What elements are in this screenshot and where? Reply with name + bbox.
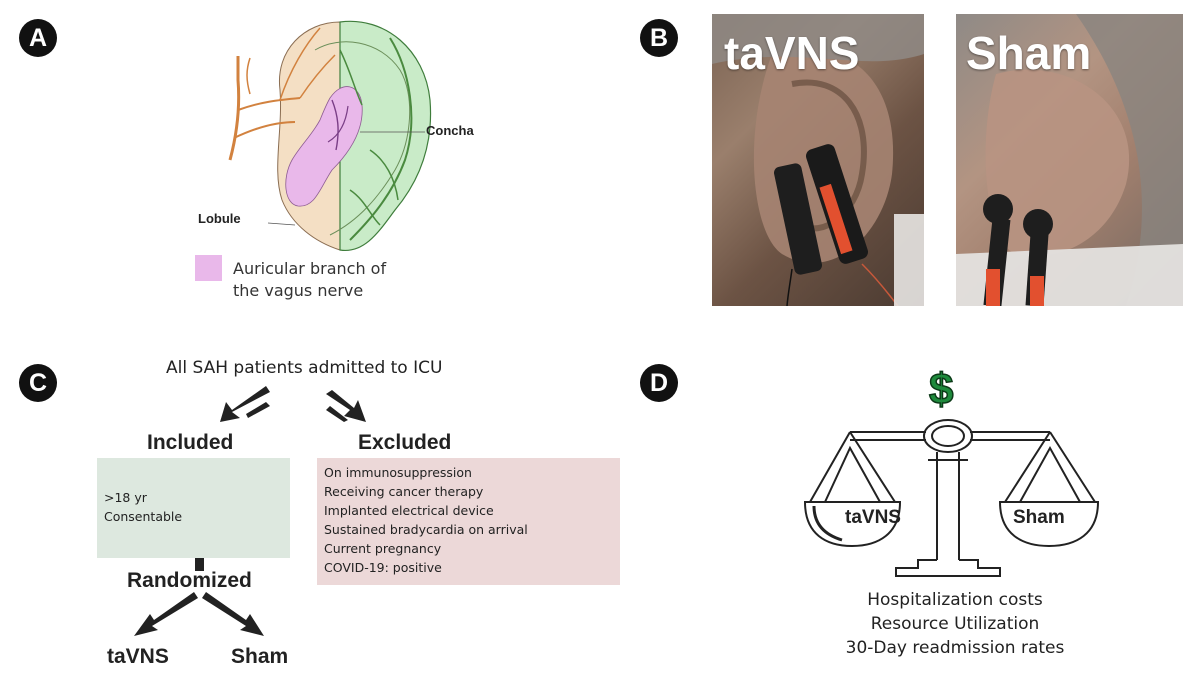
abvn-legend-text: Auricular branch of the vagus nerve [233, 258, 386, 302]
sham-photo-title: Sham [966, 27, 1092, 79]
outcome-item: Hospitalization costs [867, 590, 1043, 610]
panel-d-badge: D [640, 364, 678, 402]
abvn-region [285, 86, 363, 207]
orange-nerve [228, 56, 241, 161]
included-item: >18 yr [104, 490, 147, 505]
concha-label: Concha [426, 123, 474, 138]
included-criteria-box: >18 yr Consentable [97, 458, 290, 558]
excluded-criteria-box: On immunosuppression Receiving cancer th… [317, 458, 620, 585]
outcomes-list: Hospitalization costs Resource Utilizati… [825, 588, 1085, 660]
legend-line-2: the vagus nerve [233, 281, 364, 300]
ear-anatomy-diagram [228, 20, 432, 251]
arrow-to-included [220, 386, 270, 422]
lobule-label: Lobule [198, 211, 241, 226]
excluded-item: Implanted electrical device [324, 503, 494, 518]
pan-sham-label: Sham [1013, 507, 1065, 528]
excluded-item: On immunosuppression [324, 465, 472, 480]
included-item: Consentable [104, 509, 183, 524]
excluded-item: Receiving cancer therapy [324, 484, 484, 499]
arrow-to-excluded [326, 390, 366, 422]
sham-photo: Sham [956, 14, 1183, 306]
panel-b-badge: B [640, 19, 678, 57]
tavns-photo: taVNS [712, 14, 924, 306]
outcome-item: Resource Utilization [870, 614, 1040, 634]
excluded-item: COVID-19: positive [324, 560, 442, 575]
pan-tavns-label: taVNS [845, 507, 901, 528]
ear-green-region [339, 20, 432, 251]
included-title: Included [147, 431, 234, 454]
randomized-label: Randomized [127, 569, 252, 592]
panel-c-badge: C [19, 364, 57, 402]
arrow-to-sham [202, 592, 264, 636]
outcome-item: 30-Day readmission rates [845, 638, 1065, 658]
flowchart-arrows [134, 386, 366, 636]
right-pan [998, 501, 1100, 548]
abvn-legend-swatch [195, 255, 222, 281]
excluded-title: Excluded [358, 431, 452, 454]
legend-line-1: Auricular branch of [233, 259, 387, 278]
panel-a-badge: A [19, 19, 57, 57]
balance-scale-icon [803, 419, 1100, 577]
arm-sham-label: Sham [231, 645, 289, 668]
randomized-connector [195, 555, 204, 571]
excluded-item: Sustained bradycardia on arrival [324, 522, 528, 537]
arm-tavns-label: taVNS [107, 645, 169, 668]
tavns-photo-title: taVNS [724, 27, 860, 79]
arrow-to-tavns [134, 592, 198, 636]
dollar-sign-icon: $ [928, 364, 954, 415]
flow-top-text: All SAH patients admitted to ICU [166, 358, 443, 378]
excluded-item: Current pregnancy [324, 541, 442, 556]
